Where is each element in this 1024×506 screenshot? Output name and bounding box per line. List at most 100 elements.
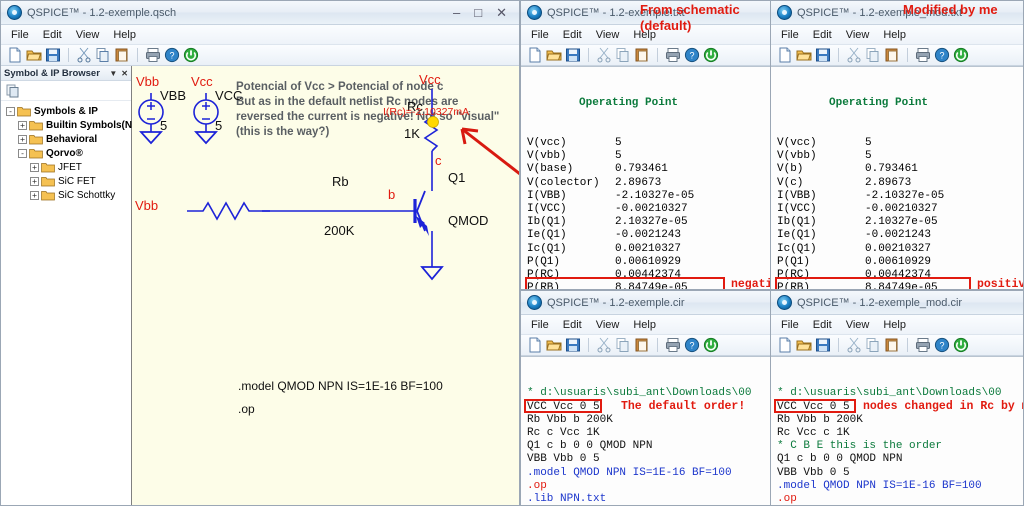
cut-icon[interactable]: [596, 47, 612, 63]
copy-icon[interactable]: [865, 337, 881, 353]
folder-icon: [41, 190, 55, 200]
menu-edit[interactable]: Edit: [812, 28, 832, 41]
op-row: V(c)2.89673: [777, 177, 1023, 190]
new-file-icon[interactable]: [777, 47, 793, 63]
expander-icon[interactable]: +: [30, 176, 39, 186]
menu-help[interactable]: Help: [633, 318, 656, 331]
new-file-icon[interactable]: [7, 47, 23, 63]
paste-icon[interactable]: [884, 47, 900, 63]
new-file-icon[interactable]: [527, 337, 543, 353]
open-folder-icon[interactable]: [546, 337, 562, 353]
menu-view[interactable]: View: [845, 318, 870, 331]
menu-file[interactable]: File: [781, 318, 799, 331]
tree-item-sic-fet[interactable]: + SiC FET: [4, 174, 131, 188]
paste-icon[interactable]: [634, 47, 650, 63]
tree-item-jfet[interactable]: + JFET: [4, 160, 131, 174]
menu-file[interactable]: File: [781, 28, 799, 41]
run-icon[interactable]: [703, 337, 719, 353]
menu-edit[interactable]: Edit: [42, 28, 62, 41]
menu-help[interactable]: Help: [633, 28, 656, 41]
paste-icon[interactable]: [114, 47, 130, 63]
copy-icon[interactable]: [615, 337, 631, 353]
cut-icon[interactable]: [596, 337, 612, 353]
new-file-icon[interactable]: [527, 47, 543, 63]
close-button[interactable]: ✕: [496, 5, 507, 20]
save-icon[interactable]: [565, 337, 581, 353]
svg-text:?: ?: [689, 51, 694, 61]
toolbar-separator: [588, 338, 589, 352]
copy-icon[interactable]: [95, 47, 111, 63]
paste-icon[interactable]: [634, 337, 650, 353]
label-vbb-wire: Vbb: [135, 198, 159, 213]
save-icon[interactable]: [815, 337, 831, 353]
open-folder-icon[interactable]: [546, 47, 562, 63]
help-icon[interactable]: ?: [164, 47, 180, 63]
expander-icon[interactable]: +: [18, 120, 27, 130]
op-row-value: 5: [615, 150, 622, 163]
tree-item-symbols-ip[interactable]: - Symbols & IP: [4, 104, 131, 118]
chevron-down-icon[interactable]: ▼: [109, 68, 118, 78]
tree-item-behavioral[interactable]: + Behavioral: [4, 132, 131, 146]
menu-view[interactable]: View: [75, 28, 100, 41]
open-folder-icon[interactable]: [796, 337, 812, 353]
expander-icon[interactable]: +: [30, 162, 39, 172]
svg-text:?: ?: [169, 51, 174, 61]
menu-file[interactable]: File: [531, 318, 549, 331]
menu-help[interactable]: Help: [113, 28, 136, 41]
cut-icon[interactable]: [846, 47, 862, 63]
menu-edit[interactable]: Edit: [812, 318, 832, 331]
save-icon[interactable]: [565, 47, 581, 63]
menu-edit[interactable]: Edit: [562, 318, 582, 331]
menu-view[interactable]: View: [595, 28, 620, 41]
tree-item-sic-schottky[interactable]: + SiC Schottky: [4, 188, 131, 202]
schematic-canvas[interactable]: Potencial of Vcc > Potencial of node c B…: [132, 66, 519, 505]
tree-item-qorvo[interactable]: - Qorvo®: [4, 146, 131, 160]
menu-file[interactable]: File: [11, 28, 29, 41]
save-icon[interactable]: [815, 47, 831, 63]
copy-symbol-icon[interactable]: [5, 83, 21, 99]
maximize-button[interactable]: □: [474, 5, 483, 20]
print-icon[interactable]: [915, 337, 931, 353]
op-row-name: P(RC): [777, 269, 811, 282]
minimize-button[interactable]: –: [453, 5, 461, 20]
copy-icon[interactable]: [865, 47, 881, 63]
save-icon[interactable]: [45, 47, 61, 63]
expander-icon[interactable]: +: [30, 190, 39, 200]
directive-op[interactable]: .op: [238, 402, 255, 416]
expander-icon[interactable]: -: [18, 148, 27, 158]
run-icon[interactable]: [953, 337, 969, 353]
copy-icon[interactable]: [615, 47, 631, 63]
menu-help[interactable]: Help: [883, 28, 906, 41]
panel-close-icon[interactable]: ✕: [121, 68, 128, 78]
run-icon[interactable]: [953, 47, 969, 63]
expander-icon[interactable]: +: [18, 134, 27, 144]
help-icon[interactable]: ?: [934, 47, 950, 63]
new-file-icon[interactable]: [777, 337, 793, 353]
expander-icon[interactable]: -: [6, 106, 15, 116]
open-folder-icon[interactable]: [26, 47, 42, 63]
open-folder-icon[interactable]: [796, 47, 812, 63]
menu-view[interactable]: View: [595, 318, 620, 331]
menu-view[interactable]: View: [845, 28, 870, 41]
print-icon[interactable]: [915, 47, 931, 63]
run-icon[interactable]: [183, 47, 199, 63]
tree-item-builtin-symbols[interactable]: + Builtin Symbols(Nativ: [4, 118, 149, 132]
menu-file[interactable]: File: [531, 28, 549, 41]
help-icon[interactable]: ?: [684, 337, 700, 353]
cut-icon[interactable]: [846, 337, 862, 353]
cut-icon[interactable]: [76, 47, 92, 63]
help-icon[interactable]: ?: [684, 47, 700, 63]
help-icon[interactable]: ?: [934, 337, 950, 353]
print-icon[interactable]: [665, 47, 681, 63]
print-icon[interactable]: [665, 337, 681, 353]
run-icon[interactable]: [703, 47, 719, 63]
directive-model[interactable]: .model QMOD NPN IS=1E-16 BF=100: [238, 379, 443, 393]
print-icon[interactable]: [145, 47, 161, 63]
menu-help[interactable]: Help: [883, 318, 906, 331]
menu-edit[interactable]: Edit: [562, 28, 582, 41]
paste-icon[interactable]: [884, 337, 900, 353]
